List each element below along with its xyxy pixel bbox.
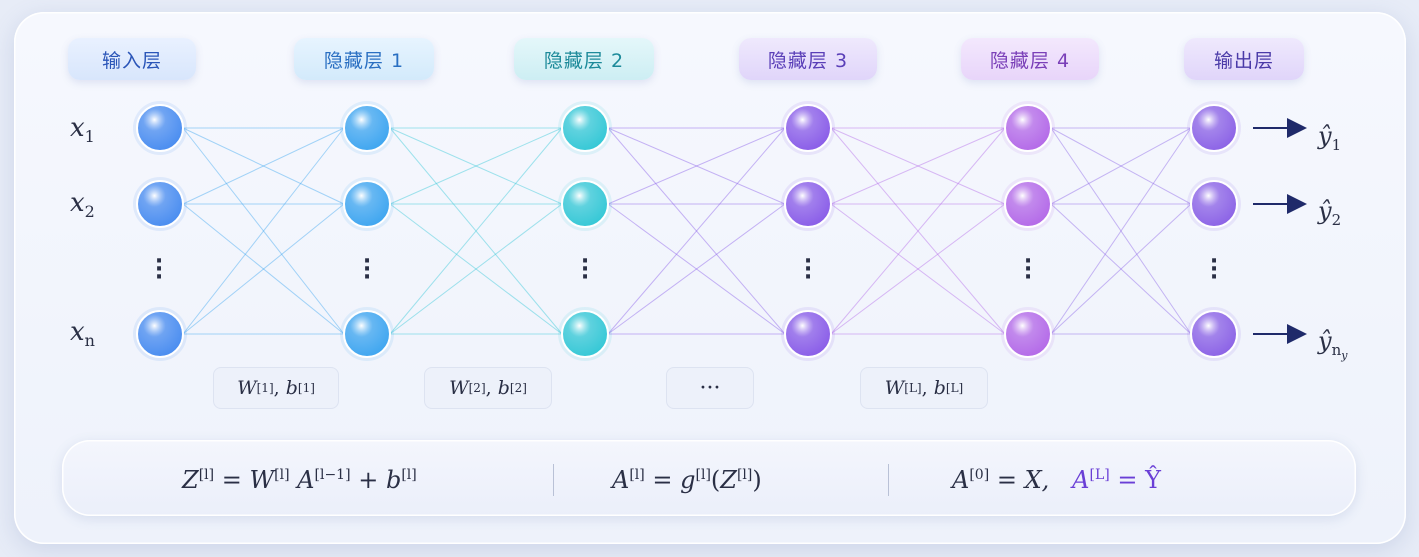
- output-arrows: [1253, 118, 1307, 344]
- layer-title-label: 输出层: [1213, 49, 1274, 72]
- connection-line: [1050, 203, 1192, 335]
- vertical-ellipsis: ···: [1023, 249, 1033, 290]
- vertical-ellipsis: ···: [803, 249, 813, 290]
- connection-line: [830, 127, 1006, 205]
- neuron: [561, 180, 609, 228]
- neuron: [1004, 310, 1052, 358]
- formula-activation: A[l] = g[l](Z[l]): [612, 466, 762, 494]
- connection-line: [830, 127, 1006, 335]
- connection-line: [389, 127, 563, 205]
- layer-title-hidden-3: 隐藏层 3: [739, 38, 877, 80]
- connection-line: [182, 127, 345, 205]
- input-label-xn: xn: [70, 317, 95, 350]
- neuron: [343, 104, 391, 152]
- neuron: [343, 180, 391, 228]
- connection-line: [182, 203, 345, 335]
- weight-label-2: W[2], b[2]: [424, 367, 552, 409]
- formula-boundary: A[0] = X, A[L] = Ŷ: [952, 466, 1161, 494]
- vertical-ellipsis: ···: [362, 249, 372, 290]
- layer-title-label: 隐藏层 3: [767, 49, 849, 72]
- weight-label-ellipsis: ···: [666, 367, 754, 409]
- neuron: [136, 310, 184, 358]
- input-label-x2: x2: [70, 188, 95, 221]
- neuron: [561, 310, 609, 358]
- connection-line: [1050, 127, 1192, 335]
- layer-title-label: 隐藏层 1: [323, 49, 405, 72]
- layer-title-hidden-1: 隐藏层 1: [294, 38, 434, 80]
- output-label-yn: ŷny: [1318, 327, 1348, 362]
- neuron: [136, 180, 184, 228]
- connection-line: [830, 203, 1006, 335]
- connection-line: [830, 127, 1006, 205]
- layer-title-label: 隐藏层 4: [989, 49, 1071, 72]
- connection-line: [1050, 127, 1192, 335]
- layer-title-input: 输入层: [68, 38, 196, 80]
- layer-title-output: 输出层: [1184, 38, 1304, 80]
- connections: [182, 127, 1192, 335]
- output-label-y2: ŷ2: [1318, 197, 1342, 229]
- connection-line: [607, 127, 786, 205]
- connection-line: [389, 127, 563, 205]
- connection-line: [607, 203, 786, 335]
- neuron: [1004, 180, 1052, 228]
- weight-label-L: W[L], b[L]: [860, 367, 988, 409]
- formula-bar: [62, 440, 1356, 516]
- neuron: [561, 104, 609, 152]
- connection-line: [830, 203, 1006, 335]
- connection-line: [182, 127, 345, 335]
- connection-line: [607, 127, 786, 335]
- formula-separator: [888, 464, 889, 496]
- neuron: [136, 104, 184, 152]
- neuron: [1190, 310, 1238, 358]
- neuron: [1190, 180, 1238, 228]
- formula-separator: [553, 464, 554, 496]
- connection-line: [830, 127, 1006, 335]
- connection-line: [182, 203, 345, 335]
- layer-title-hidden-4: 隐藏层 4: [961, 38, 1099, 80]
- connection-line: [389, 127, 563, 335]
- connection-line: [607, 127, 786, 205]
- formula-forward: Z[l] = W[l] A[l−1] + b[l]: [182, 466, 417, 494]
- neuron: [1190, 104, 1238, 152]
- connection-line: [607, 127, 786, 335]
- connection-line: [182, 127, 345, 205]
- output-label-y1: ŷ1: [1318, 122, 1342, 154]
- connection-line: [389, 203, 563, 335]
- layer-title-label: 隐藏层 2: [543, 49, 625, 72]
- neuron: [784, 310, 832, 358]
- connection-line: [1050, 127, 1192, 205]
- connection-line: [182, 127, 345, 335]
- vertical-ellipsis: ···: [580, 249, 590, 290]
- neuron: [1004, 104, 1052, 152]
- neuron: [784, 180, 832, 228]
- neuron: [343, 310, 391, 358]
- connection-line: [389, 127, 563, 335]
- input-label-x1: x1: [70, 113, 95, 146]
- vertical-ellipsis: ···: [1209, 249, 1219, 290]
- layer-title-hidden-2: 隐藏层 2: [514, 38, 654, 80]
- neuron: [784, 104, 832, 152]
- connection-line: [389, 203, 563, 335]
- weight-label-1: W[1], b[1]: [213, 367, 339, 409]
- connection-line: [607, 203, 786, 335]
- vertical-ellipsis: ···: [154, 249, 164, 290]
- layer-title-label: 输入层: [101, 49, 162, 72]
- connection-line: [1050, 203, 1192, 335]
- connection-line: [1050, 127, 1192, 205]
- neurons: [133, 101, 1241, 361]
